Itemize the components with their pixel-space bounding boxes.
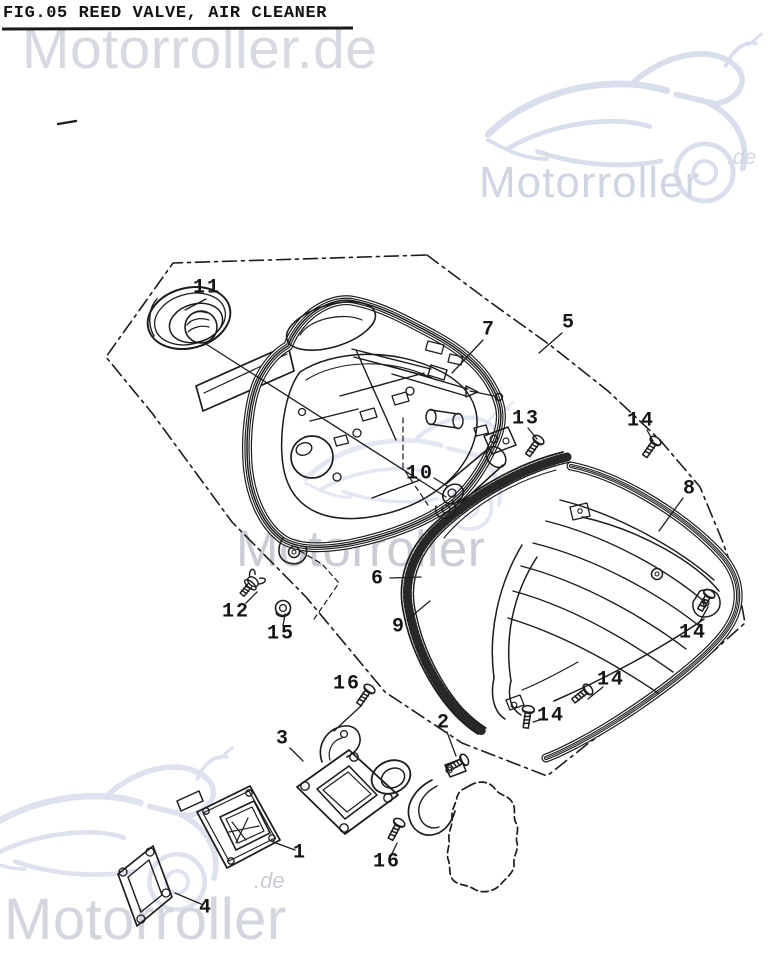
grommet-part-15 [274, 599, 292, 618]
reed-valve-part-1 [176, 785, 281, 869]
element-plate-part-9 [491, 544, 538, 720]
screw-part-14 [694, 586, 718, 614]
figure-title: FIG.05 REED VALVE, AIR CLEANER [3, 4, 328, 23]
filter-element-part-6 [400, 451, 572, 736]
screw-part-13 [522, 432, 547, 460]
screw-part-14 [519, 704, 536, 730]
gasket-part-4 [117, 845, 173, 927]
grommet-part-11 [146, 286, 232, 350]
air-cleaner-cover-part-8 [507, 466, 738, 758]
scan-artifact-dash [56, 119, 78, 126]
linkage-rods [351, 340, 504, 402]
wing-bolt-part-12 [239, 568, 267, 598]
screw-part-14 [568, 681, 596, 707]
boundary-outline-5 [105, 254, 746, 777]
gasket-outline-blob [446, 781, 519, 893]
screw-part-16 [384, 815, 408, 843]
screw-part-16 [353, 681, 378, 709]
intake-manifold-part-3 [296, 725, 412, 835]
